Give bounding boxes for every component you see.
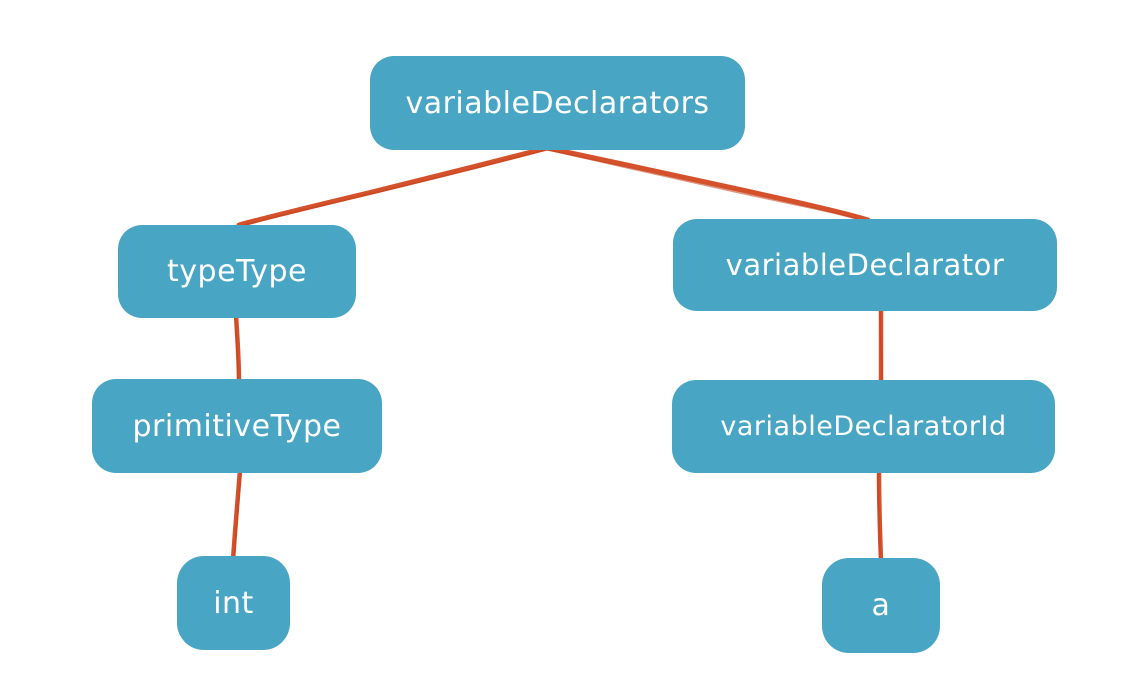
tree-node-int: int xyxy=(177,556,290,650)
edge-primitiveType-int-texture xyxy=(233,471,242,561)
edge-primitiveType-int xyxy=(230,467,243,563)
edge-typeType-primitiveType-texture xyxy=(234,315,239,383)
tree-node-label: primitiveType xyxy=(132,408,342,444)
tree-node-typeType: typeType xyxy=(118,225,356,318)
tree-node-variableDeclaratorId: variableDeclaratorId xyxy=(672,380,1055,473)
tree-node-variableDeclarators: variableDeclarators xyxy=(370,56,745,150)
tree-node-primitiveType: primitiveType xyxy=(92,379,382,473)
edge-variableDeclarators-typeType-texture xyxy=(240,145,561,227)
tree-node-label: variableDeclarator xyxy=(725,248,1005,282)
tree-node-variableDeclarator: variableDeclarator xyxy=(673,219,1057,311)
edge-variableDeclarators-variableDeclarator-texture xyxy=(539,147,867,223)
tree-node-label: int xyxy=(213,585,254,621)
tree-node-label: variableDeclarators xyxy=(405,85,710,121)
tree-node-label: typeType xyxy=(167,254,307,289)
tree-node-a: a xyxy=(822,558,940,653)
edge-variableDeclarator-variableDeclaratorId-texture xyxy=(879,308,883,384)
edge-typeType-primitiveType xyxy=(233,311,242,385)
tree-node-label: a xyxy=(871,588,891,623)
edge-variableDeclarators-typeType xyxy=(236,141,566,228)
tree-node-label: variableDeclaratorId xyxy=(720,411,1007,442)
edge-variableDeclarators-variableDeclarator xyxy=(535,143,871,223)
edge-variableDeclaratorId-a-texture xyxy=(877,471,881,562)
